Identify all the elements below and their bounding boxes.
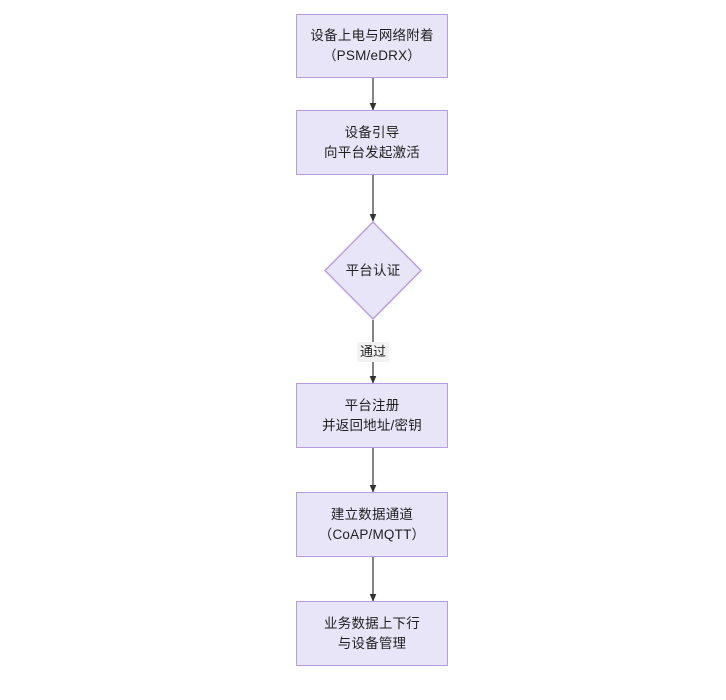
edge-label-pass: 通过: [356, 342, 390, 362]
diamond-shape: [324, 221, 422, 320]
node-bootstrap-line-1: 设备引导: [344, 124, 400, 140]
node-data-channel[interactable]: 建立数据通道 （CoAP/MQTT）: [296, 492, 448, 557]
node-data-channel-line-1: 建立数据通道: [330, 506, 414, 522]
node-platform-register[interactable]: 平台注册 并返回地址/密钥: [296, 383, 448, 448]
node-platform-auth-label: 平台认证: [345, 262, 401, 278]
node-service-data-line-1: 业务数据上下行: [324, 615, 420, 631]
node-bootstrap-line-2: 向平台发起激活: [324, 144, 420, 160]
node-platform-register-line-1: 平台注册: [344, 397, 400, 413]
node-service-data[interactable]: 业务数据上下行 与设备管理: [296, 601, 448, 666]
node-power-on[interactable]: 设备上电与网络附着 （PSM/eDRX）: [296, 14, 448, 78]
node-platform-auth[interactable]: 平台认证: [324, 221, 422, 320]
node-data-channel-line-2: （CoAP/MQTT）: [318, 526, 426, 542]
node-bootstrap[interactable]: 设备引导 向平台发起激活: [296, 110, 448, 175]
node-platform-register-line-2: 并返回地址/密钥: [322, 417, 422, 433]
node-power-on-line-2: （PSM/eDRX）: [322, 48, 422, 63]
node-power-on-line-1: 设备上电与网络附着: [310, 28, 434, 43]
node-service-data-line-2: 与设备管理: [337, 635, 407, 651]
